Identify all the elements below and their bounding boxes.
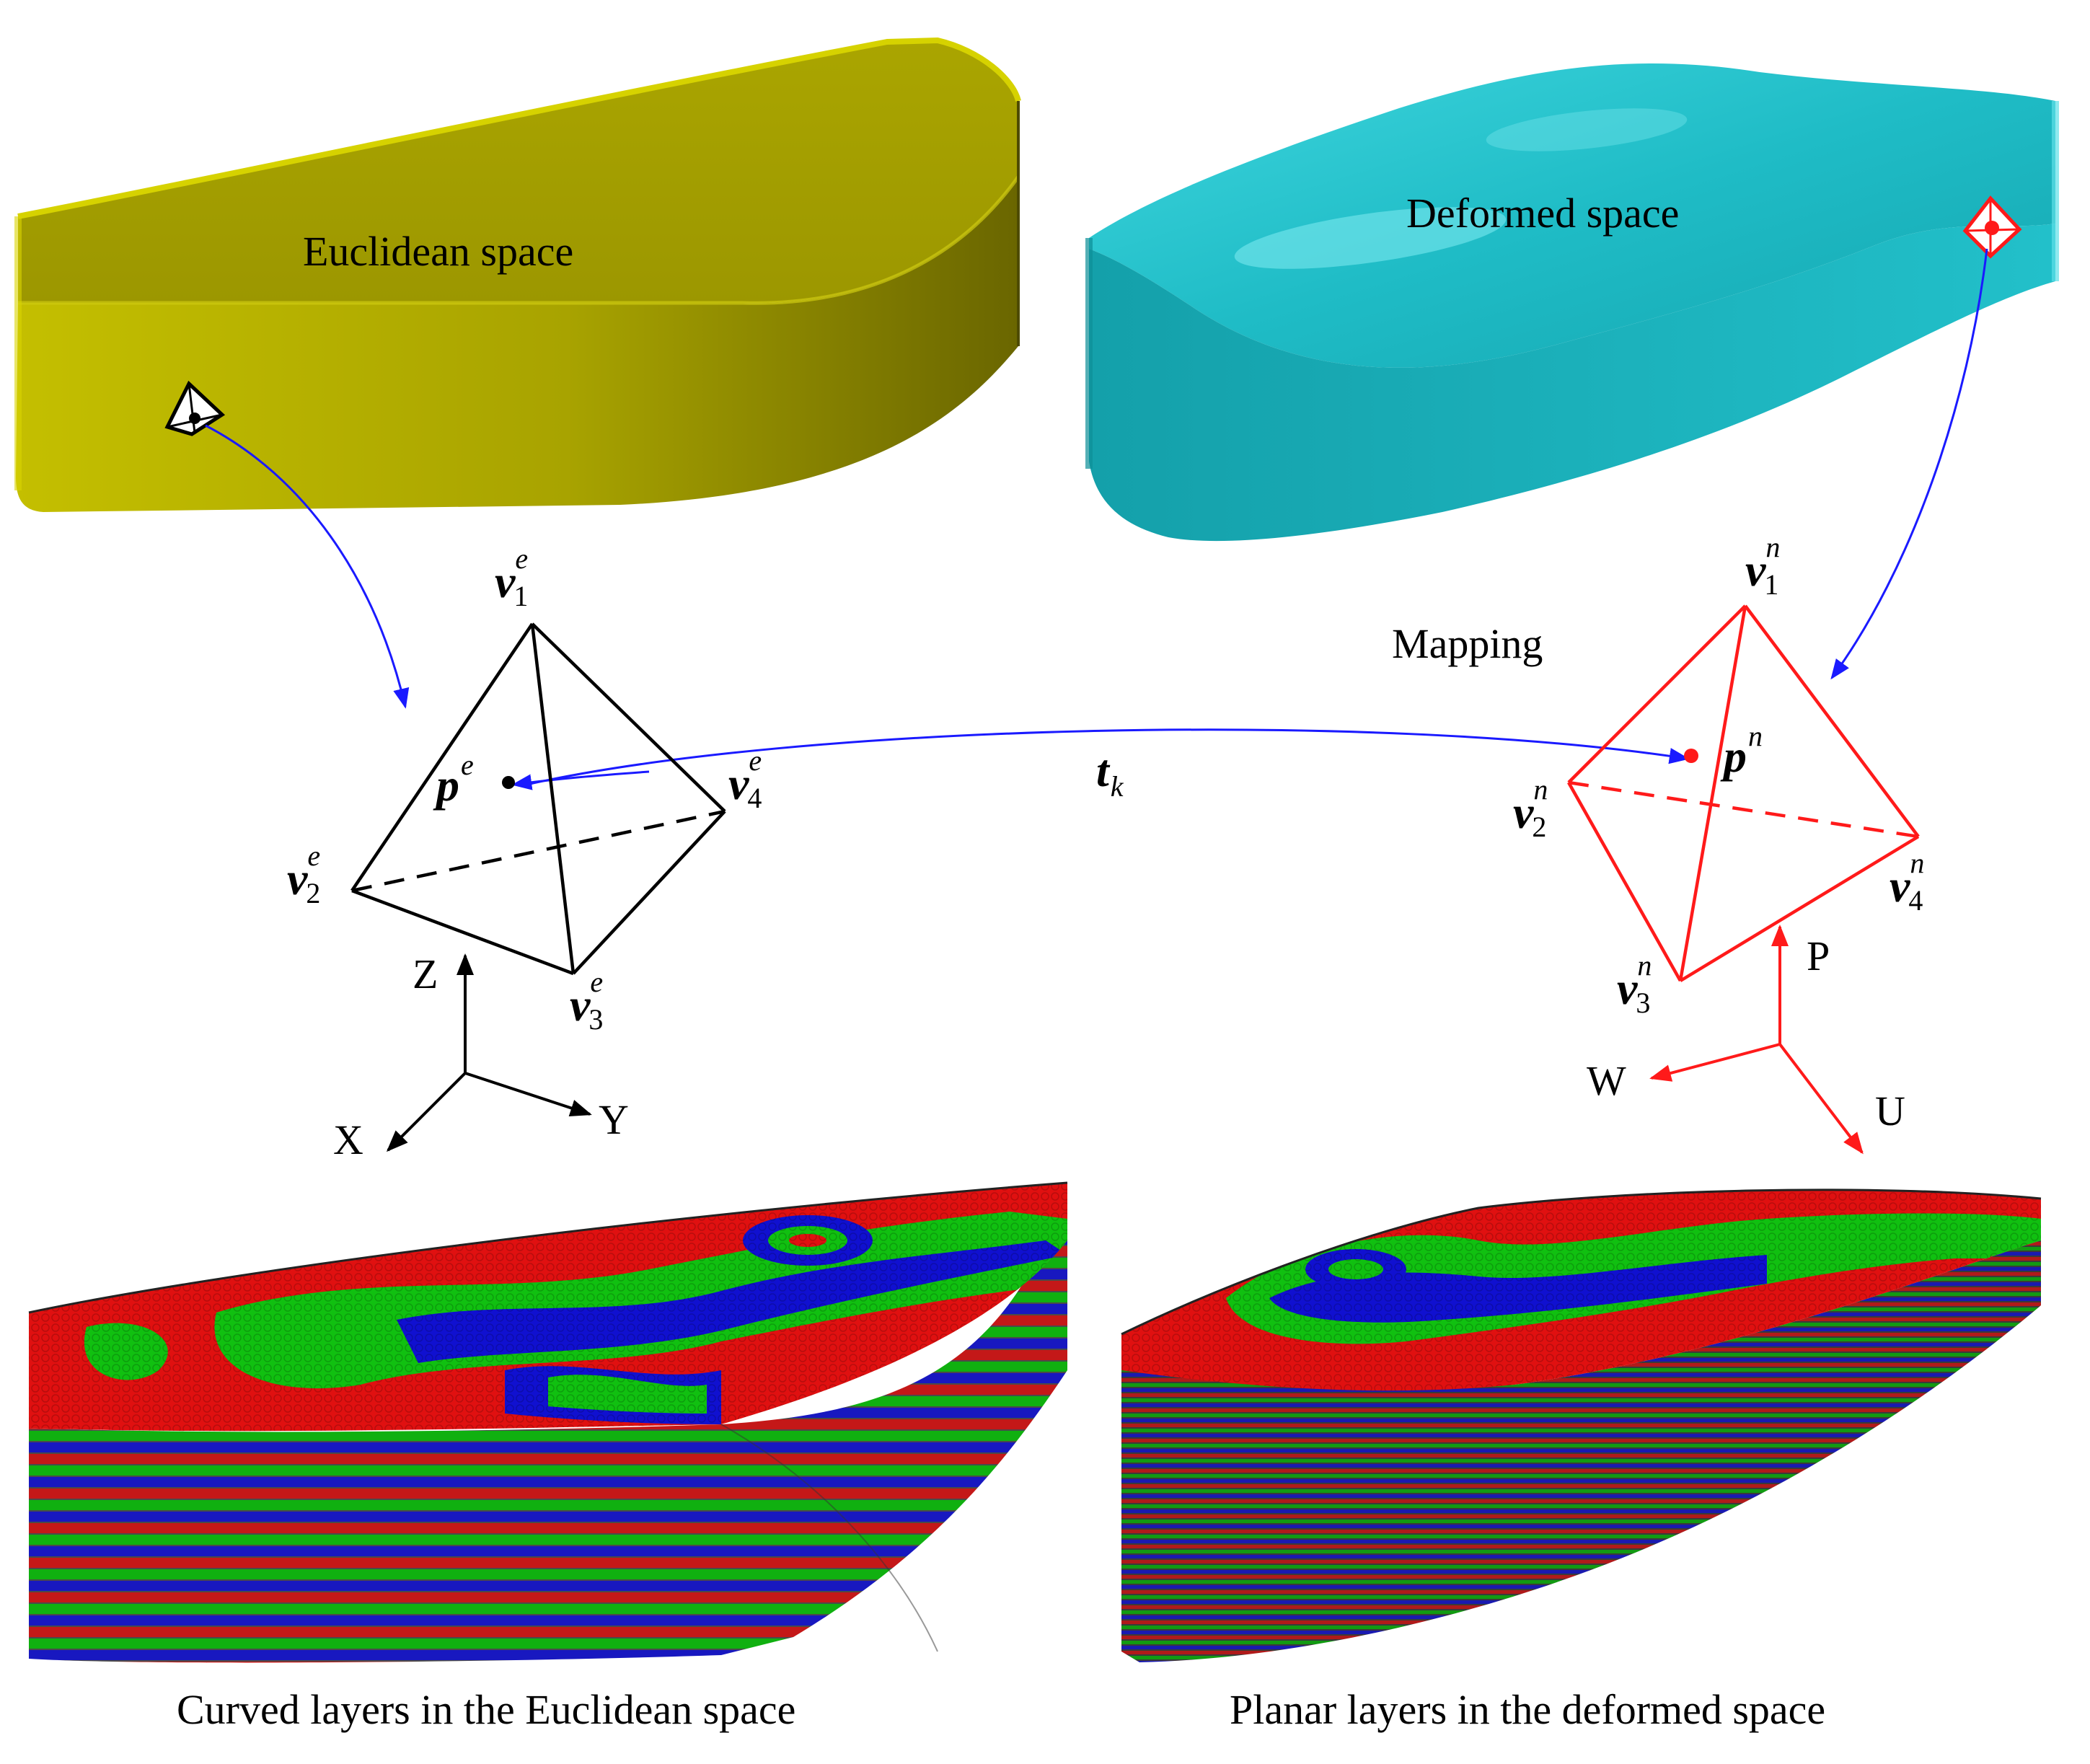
label-v2e: v2e (287, 839, 320, 909)
deformed-solid-front (1089, 224, 2055, 542)
arrow-euclidean-to-tetra (205, 424, 410, 709)
euclidean-space-label: Euclidean space (303, 228, 573, 275)
caption-curved-layers: Curved layers in the Euclidean space (177, 1686, 795, 1733)
label-v1n: v1n (1745, 531, 1780, 601)
euclidean-solid-top (18, 40, 1018, 304)
planar-layers-solid (1121, 1189, 2042, 1662)
axis-p-label: P (1807, 932, 1830, 979)
mapping-label: Mapping (1392, 620, 1543, 667)
euclidean-tetrahedron (350, 622, 726, 976)
axes-xyz (386, 953, 592, 1152)
label-v2n: v2n (1513, 773, 1548, 843)
label-pe: pe (433, 749, 474, 811)
deformed-tetra-marker (1962, 195, 2022, 259)
label-pn: pn (1720, 720, 1763, 782)
label-v1e: v1e (495, 542, 528, 612)
axes-pwu (1649, 925, 1864, 1155)
caption-planar-layers: Planar layers in the deformed space (1230, 1686, 1825, 1733)
axis-z-label: Z (413, 951, 438, 997)
point-pe (502, 776, 515, 789)
curved-layers-front (29, 1183, 1067, 1663)
euclidean-tetra-marker (164, 380, 226, 436)
euclidean-solid-front (16, 177, 1018, 512)
label-v3n: v3n (1617, 949, 1652, 1019)
curved-layers-solid (28, 1181, 1068, 1663)
deformed-space-label: Deformed space (1406, 190, 1679, 237)
euclidean-solid (14, 37, 1021, 512)
label-v4e: v4e (728, 744, 762, 814)
deformed-solid (1085, 63, 2059, 542)
planar-layers-front (1121, 1240, 2041, 1662)
label-v4n: v4n (1890, 847, 1924, 917)
deformed-solid-top (1089, 63, 2055, 368)
axis-y-label: Y (599, 1096, 629, 1143)
axis-w-label: W (1587, 1057, 1626, 1104)
arrow-deformed-to-tetra (1830, 248, 1988, 680)
axis-u-label: U (1875, 1088, 1905, 1134)
deformed-tetrahedron (1567, 604, 1920, 982)
label-tk: tk (1096, 745, 1124, 803)
label-v3e: v3e (570, 966, 603, 1036)
arrow-mapping-to-deformed (526, 728, 1690, 786)
arrow-mapping-to-euclidean (511, 770, 650, 790)
point-pn (1684, 749, 1698, 763)
axis-x-label: X (333, 1116, 363, 1163)
